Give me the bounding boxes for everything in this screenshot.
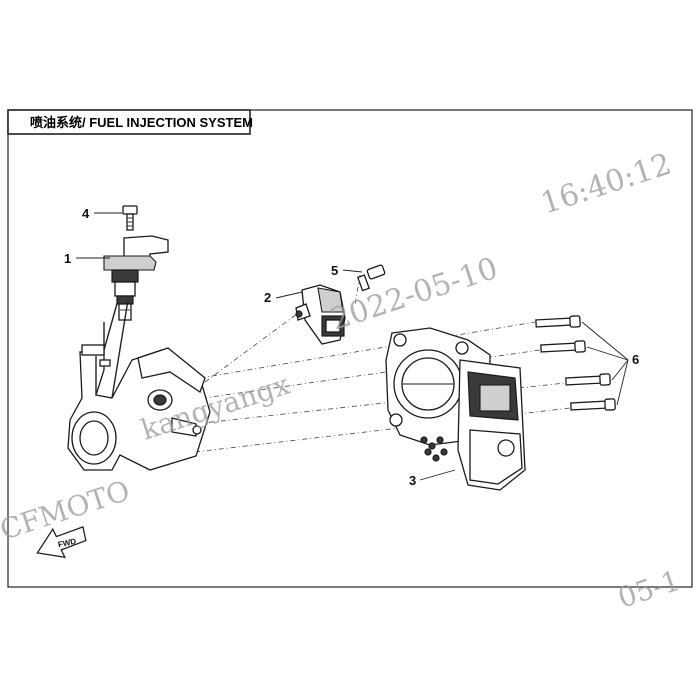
fuel-injector-1 — [103, 235, 169, 321]
fwd-arrow: FWD — [36, 525, 87, 559]
watermark-time: 16:40:12 — [537, 147, 676, 222]
callout-2: 2 — [264, 290, 271, 305]
fwd-label: FWD — [57, 537, 77, 550]
bolt-6d — [570, 398, 616, 411]
callout-3: 3 — [409, 473, 416, 488]
callout-6: 6 — [632, 352, 639, 367]
diagram-frame — [7, 109, 693, 588]
callout-1: 1 — [64, 251, 71, 266]
intake-manifold — [67, 299, 211, 471]
diagram-title: 喷油系统/ FUEL INJECTION SYSTEM — [30, 115, 253, 130]
callout-labels: 1 2 3 4 5 6 — [64, 206, 639, 488]
callout-5: 5 — [331, 263, 338, 278]
throttle-body-fasteners — [420, 436, 448, 462]
watermark-date: 2022-05-10 — [327, 251, 502, 338]
bolts-6 — [535, 315, 616, 411]
watermark-corner: 05-1 — [614, 564, 684, 615]
bolt-6c — [565, 373, 611, 386]
bolt-6b — [540, 340, 586, 353]
bolt-4 — [122, 205, 138, 231]
leader-lines — [76, 212, 629, 481]
throttle-body-3 — [385, 327, 526, 491]
callout-4: 4 — [82, 206, 90, 221]
sensor-2 — [295, 284, 346, 345]
bolt-6a — [535, 315, 581, 328]
bolt-5 — [356, 264, 386, 292]
title-box: 喷油系统/ FUEL INJECTION SYSTEM — [7, 109, 253, 135]
